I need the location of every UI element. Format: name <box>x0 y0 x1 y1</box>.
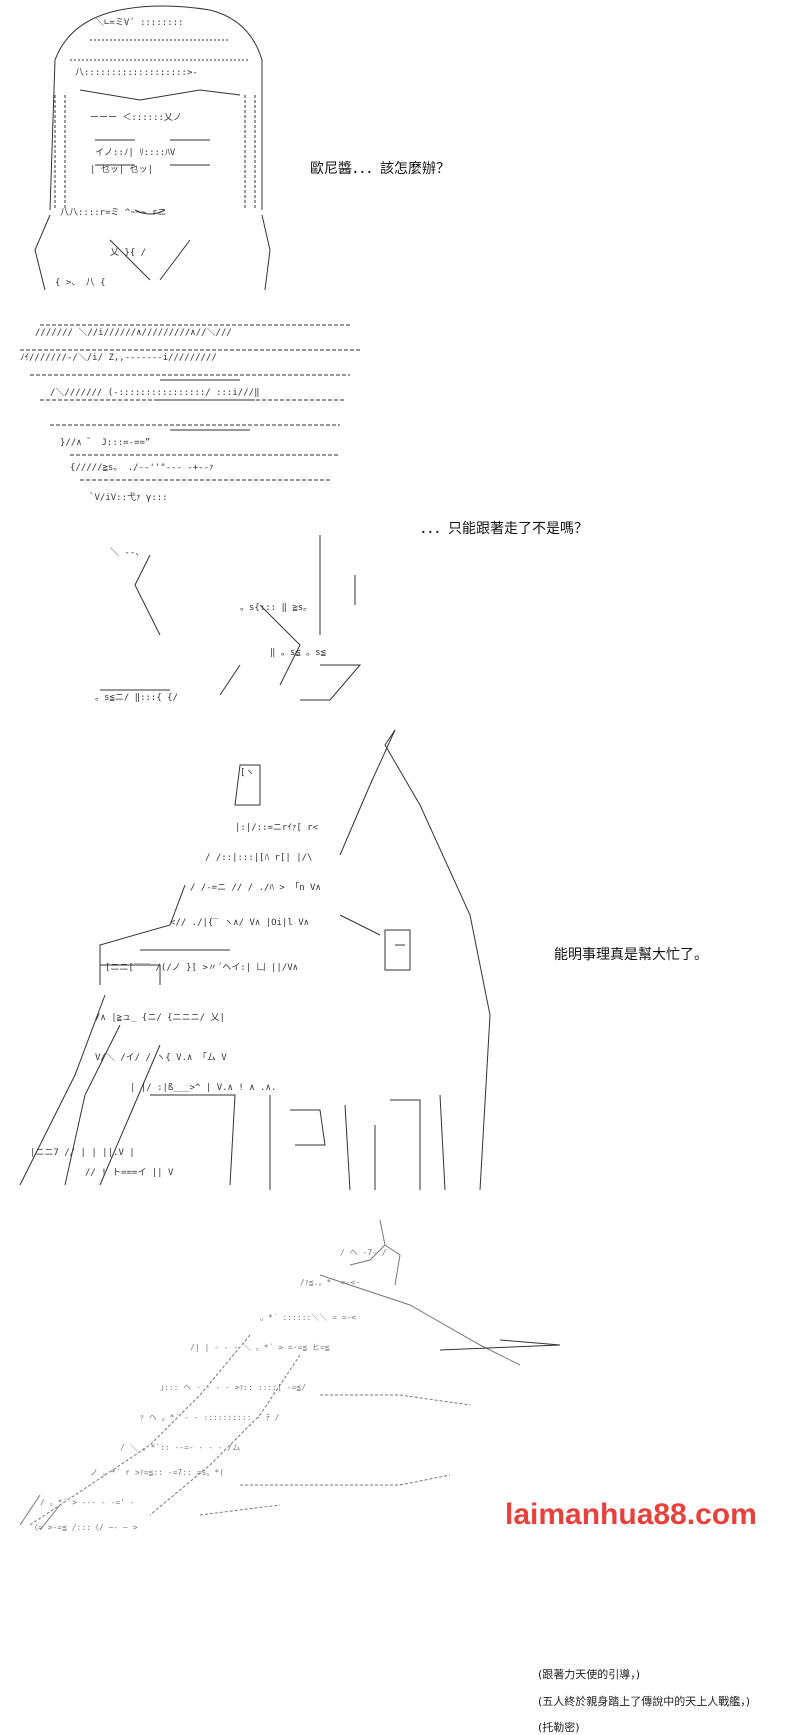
panel-2: /////// ＼//i//////∧/////////∧//＼/// ﾉｲ//… <box>0 305 800 715</box>
svg-text:〈= >‐=≦ /:::〈/ ~‐ ~ >: 〈= >‐=≦ /:::〈/ ~‐ ~ > <box>30 1523 138 1532</box>
svg-text:|:|/::=ニrｲｧ[ r<: |:|/::=ニrｲｧ[ r< <box>235 823 319 833</box>
svg-text:/＼/////// (‐::::::::::::::::: /＼/////// (‐::::::::::::::::/ :::i///‖ <box>50 387 259 398</box>
svg-text:｣::: ヘ ‐ ‐ ‐ ‐ >ｧ:: ::::[: ｣::: ヘ ‐ ‐ ‐ ‐ >ｧ:: ::::[ ‐=≦/ <box>160 1383 306 1392</box>
svg-text:[ニニ[‾‾‾ /(/ノ }[ >〃´ヘイ:| 凵: [ニニ[‾‾‾ /(/ノ }[ >〃´ヘイ:| 凵 ||/V∧ <box>105 962 298 973</box>
svg-text:/| | ‐ ‐ ‐ ＼ 。*´ > =‐=≦: /| | ‐ ‐ ‐ ＼ 。*´ > =‐=≦ ヒ=≦ <box>190 1342 330 1352</box>
svg-text:// ! ト===イ || V: // ! ト===イ || V <box>85 1168 174 1178</box>
svg-text:ﾉｲ///////-/＼/i/ Z,,-------i///: ﾉｲ///////-/＼/i/ Z,,-------i///////// <box>20 352 217 363</box>
svg-text:ﾞV/iV::弋ｧ γ:::: ﾞV/iV::弋ｧ γ::: <box>90 491 168 503</box>
panel-caption: ．．．只能跟著走了不是嗎？ <box>420 521 588 537</box>
svg-text:。*´ ::::::＼＼ = =‐<: 。*´ ::::::＼＼ = =‐< <box>260 1312 356 1322</box>
svg-text:乂 }{ /: 乂 }{ / <box>110 248 146 258</box>
svg-text:/ 。*´ > ‐‐‐ ‐ ‐=' ‐: / 。*´ > ‐‐‐ ‐ ‐=' ‐ <box>40 1497 135 1507</box>
svg-text:/ /-=ニ // / ./ﾊ > 「n V∧: / /-=ニ // / ./ﾊ > 「n V∧ <box>190 882 321 893</box>
svg-text:{/////≧s。 ./‐‐''"‐‐‐ ‐+‐‐: {/////≧s。 ./‐‐''"‐‐‐ ‐+‐‐ｧ <box>70 463 214 473</box>
svg-text:ノ 。*´ r >ｧ=≦:: ‐=7:: =s。*: ノ 。*´ r >ｧ=≦:: ‐=7:: =s。*( <box>90 1467 224 1477</box>
svg-text:。s{::: ‖ ≧s。: 。s{::: ‖ ≧s。 <box>240 603 312 613</box>
svg-text:<// ./|{‾ ヽ∧/ V∧ |Oi|l V∧: <// ./|{‾ ヽ∧/ V∧ |Oi|l V∧ <box>170 918 309 928</box>
svg-text:/ ＼ 。*´:: ‐-=‐ ‐ ‐ ‐ /ム: / ＼ 。*´:: ‐-=‐ ‐ ‐ ‐ /ム <box>120 1442 240 1452</box>
svg-text:ｧ ヘ 。*´ ‐ ‐ ::::::::::: ｧ ヘ 。*´ ‐ ‐ :::::::::: ‐ ﾃ / <box>140 1412 280 1422</box>
svg-text:＼ ‐‐、: ＼ ‐‐、 <box>110 547 144 558</box>
svg-text:/ｧ≦.。*´ =‐<‐: /ｧ≦.。*´ =‐<‐ <box>300 1277 360 1287</box>
narration-caption: (跟著力天使的引導，) <box>538 1668 641 1681</box>
svg-text:‖ 。s≦ 。s≦: ‖ 。s≦ 。s≦ <box>270 648 327 658</box>
panel-3: [ヽ |:|/::=ニrｲｧ[ r< / /::|:::|[ﾊ r[| |/\ … <box>0 715 800 1205</box>
girl-ascii-art: ＼∟=ミV´ :::::::: 八:::::::::::::::::::>‐ ー… <box>34 5 271 291</box>
panel-1: ＼∟=ミV´ :::::::: 八:::::::::::::::::::>‐ ー… <box>0 0 800 305</box>
svg-text:＼∟=ミV´ ::::::::: ＼∟=ミV´ :::::::: <box>95 17 183 28</box>
narration-caption: (五人終於親身踏上了傳說中的天上人戰艦，) <box>538 1695 751 1708</box>
svg-text:八:::::::::::::::::::>‐: 八:::::::::::::::::::>‐ <box>75 68 198 78</box>
panel-caption: 能明事理真是幫大忙了。 <box>554 947 708 963</box>
svg-text:/∧ |≧ュ_ {ニ/ {ニニニ/ 乂: /∧ |≧ュ_ {ニ/ {ニニニ/ 乂| <box>95 1013 225 1023</box>
svg-text:/ ヘ -7‐ /: / ヘ -7‐ / <box>340 1248 387 1257</box>
svg-text:[ヽ: [ヽ <box>240 768 254 778</box>
svg-text:八八::::r=ミ ^~~~ rニ: 八八::::r=ミ ^~~~ rニ <box>60 208 166 218</box>
svg-text:{ >、 八 {: { >、 八 { <box>55 278 106 288</box>
narration-caption: (托勒密) <box>538 1721 580 1734</box>
svg-text:}//∧ ゛ J:::=‐==”: }//∧ ゛ J:::=‐==” <box>60 437 150 448</box>
svg-text://///// ＼//i//////∧/////////∧/: /////// ＼//i//////∧/////////∧//＼/// <box>35 327 232 338</box>
robed-figures-ascii-art: [ヽ |:|/::=ニrｲｧ[ r< / /::|:::|[ﾊ r[| |/\ … <box>19 729 491 1191</box>
jagged-hair-ascii-art: /////// ＼//i//////∧/////////∧//＼/// ﾉｲ//… <box>20 324 362 703</box>
panel-4: / ヘ -7‐ / /ｧ≦.。*´ =‐<‐ 。*´ ::::::＼＼ = =‐… <box>0 1205 800 1734</box>
svg-text:。s≦ニ/ ‖:::{ {/: 。s≦ニ/ ‖:::{ {/ <box>95 693 178 703</box>
svg-text:|ニニ7 // | | ||.V: |ニニ7 // | | ||.V | <box>30 1148 135 1158</box>
svg-text:ーーー ＜::::::乂ノ: ーーー ＜::::::乂ノ <box>90 113 182 123</box>
svg-text:/ /::|:::|[ﾊ r[| |/\: / /::|:::|[ﾊ r[| |/\ <box>205 853 312 863</box>
battleship-ascii-art: / ヘ -7‐ / /ｧ≦.。*´ =‐<‐ 。*´ ::::::＼＼ = =‐… <box>19 1219 561 1532</box>
svg-text:| 乜ッ| 乜ッ|: | 乜ッ| 乜ッ| <box>90 164 153 175</box>
svg-text:| |/ :|ß___>^ | V.∧ ! ∧: | |/ :|ß___>^ | V.∧ ! ∧ .∧. <box>130 1083 276 1093</box>
watermark-text: laimanhua88.com <box>505 1498 757 1531</box>
panel-caption: 歐尼醬．．．該怎麼辦？ <box>310 161 450 177</box>
svg-text:V/＼ /イ/ / ヽ{ V.∧ 「ム V: V/＼ /イ/ / ヽ{ V.∧ 「ム V <box>95 1052 227 1063</box>
svg-text:イノ::ﾉ| ﾘ::::ﾊV: イノ::ﾉ| ﾘ::::ﾊV <box>95 148 176 158</box>
